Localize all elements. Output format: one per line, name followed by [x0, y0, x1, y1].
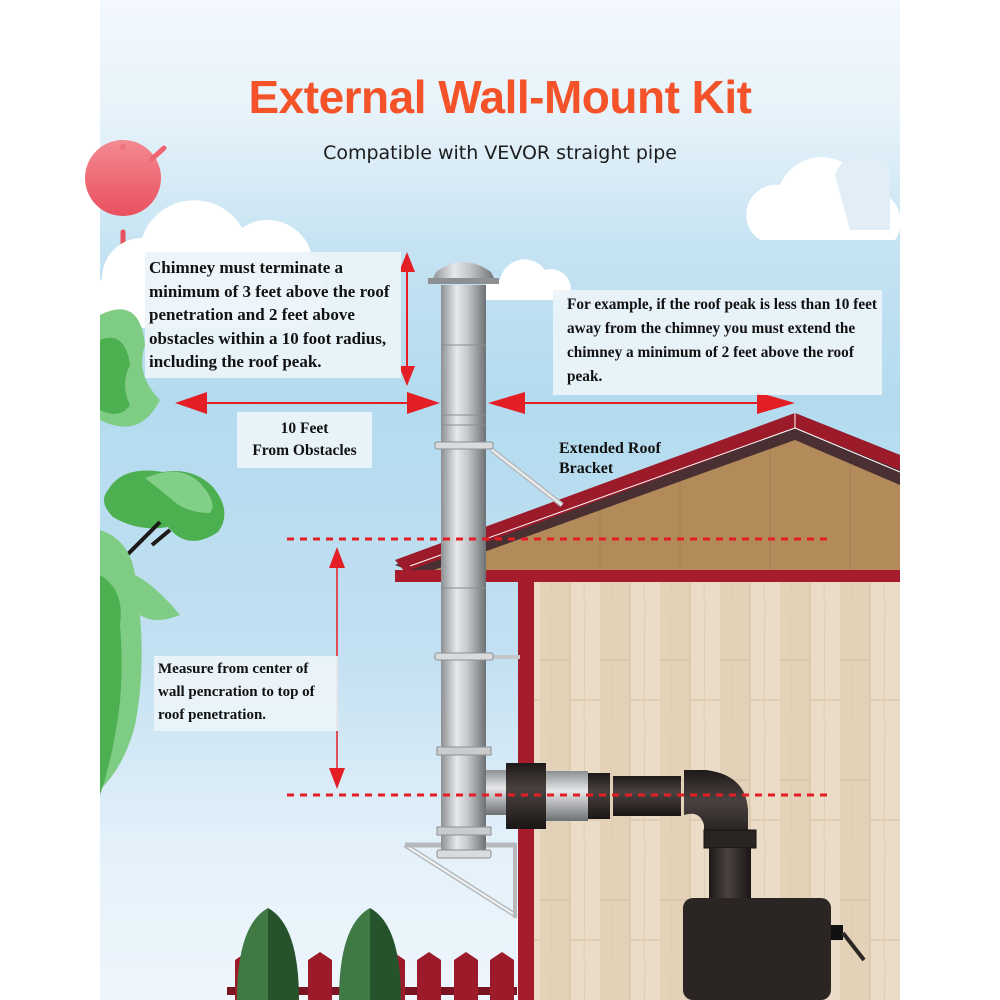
extended-roof-bracket [490, 448, 564, 659]
page-subtitle: Compatible with VEVOR straight pipe [323, 142, 677, 164]
roof-bracket-label-line2: Bracket [559, 460, 614, 477]
elbow [684, 770, 748, 845]
cloud-icon [746, 154, 901, 240]
measure-note: Measure from center of wall pencration t… [154, 656, 338, 731]
chimney-pipe [428, 262, 508, 859]
tee-connector [486, 770, 508, 815]
chimney-height-note: Chimney must terminate a minimum of 3 fe… [145, 252, 401, 378]
roof-peak-example-note: For example, if the roof peak is less th… [553, 290, 882, 395]
distance-label: 10 Feet From Obstacles [237, 412, 372, 468]
roof-bracket-label: Extended Roof Bracket [559, 439, 661, 479]
distance-label-line2: From Obstacles [252, 442, 357, 459]
fence [227, 908, 517, 1000]
tree-icon [339, 908, 401, 1000]
sun-icon [85, 140, 167, 246]
cloud-icon [479, 259, 571, 300]
chimney-cap [432, 262, 495, 280]
distance-label-line1: 10 Feet [280, 420, 329, 437]
wood-stove [683, 898, 831, 1000]
stove-assembly [506, 763, 866, 1000]
page-title: External Wall-Mount Kit [248, 71, 752, 123]
tree-icon [237, 908, 299, 1000]
roof-bracket-label-line1: Extended Roof [559, 440, 661, 457]
tree-icon [100, 309, 225, 795]
double-arrow-icon [175, 252, 795, 789]
